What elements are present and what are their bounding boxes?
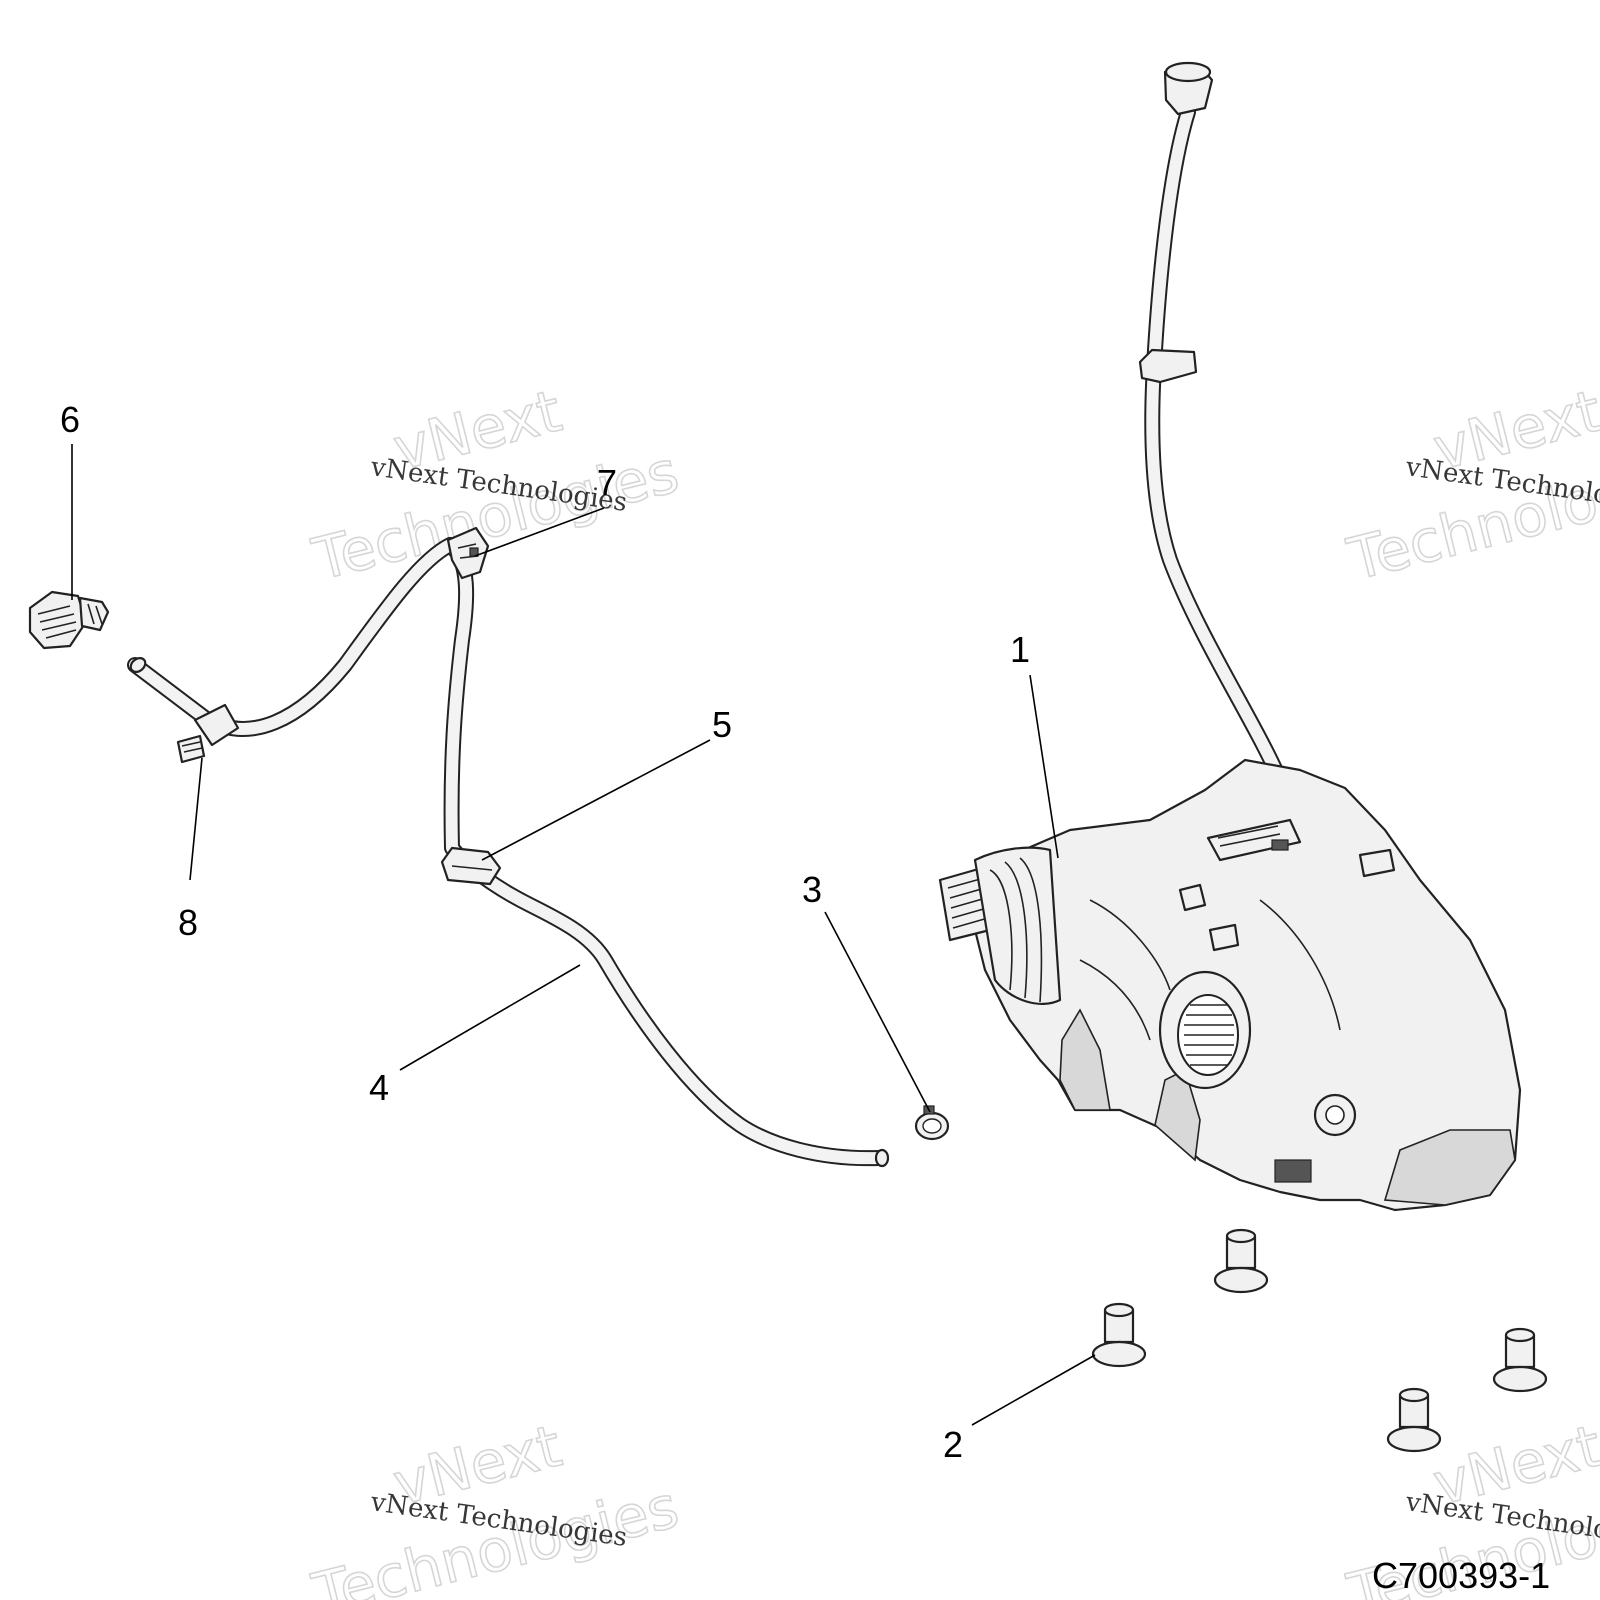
callout-3: 3	[802, 869, 822, 910]
leader-line-5	[481, 739, 711, 861]
gearcase-1	[938, 61, 1522, 1212]
callout-8: 8	[178, 902, 198, 943]
callout-5: 5	[712, 704, 732, 745]
callouts: 1 2 3 4 5 6 7 8	[60, 399, 1030, 1465]
leader-line-1	[1029, 674, 1059, 859]
callout-7: 7	[597, 462, 617, 503]
vent-fitting-6	[28, 590, 110, 650]
leader-lines	[71, 444, 1096, 1426]
leader-line-7	[474, 507, 605, 557]
hose-clamp-3	[914, 1105, 950, 1141]
bolt	[1492, 1327, 1548, 1393]
leader-line-8	[189, 757, 203, 881]
watermark-brand-line2: Technologies	[306, 437, 685, 593]
leader-line-2	[971, 1354, 1096, 1426]
hose-end-cap	[874, 1148, 890, 1168]
callout-2: 2	[943, 1424, 963, 1465]
vent-hose	[127, 537, 890, 1168]
bolt	[1386, 1387, 1442, 1453]
bolt	[1091, 1302, 1147, 1368]
watermark-bottom-left: vNext Technologies vNext Technologies	[305, 1411, 686, 1600]
mounting-bolts-2	[1091, 1228, 1548, 1453]
bolt	[1213, 1228, 1269, 1294]
watermark-top-right: vNext Technologies vNext Technologies	[1340, 376, 1600, 595]
watermark-top-left: vNext Technologies vNext Technologies	[305, 376, 686, 595]
push-pin-retainer-8	[176, 703, 240, 764]
figure-id: C700393-1	[1372, 1555, 1550, 1596]
leader-line-4	[399, 964, 581, 1071]
callout-4: 4	[369, 1067, 389, 1108]
leader-line-3	[824, 911, 931, 1113]
hose-clip-7	[446, 526, 490, 580]
callout-6: 6	[60, 399, 80, 440]
callout-1: 1	[1010, 629, 1030, 670]
hose-clip-5	[440, 846, 502, 886]
hose-open-end	[129, 657, 147, 673]
